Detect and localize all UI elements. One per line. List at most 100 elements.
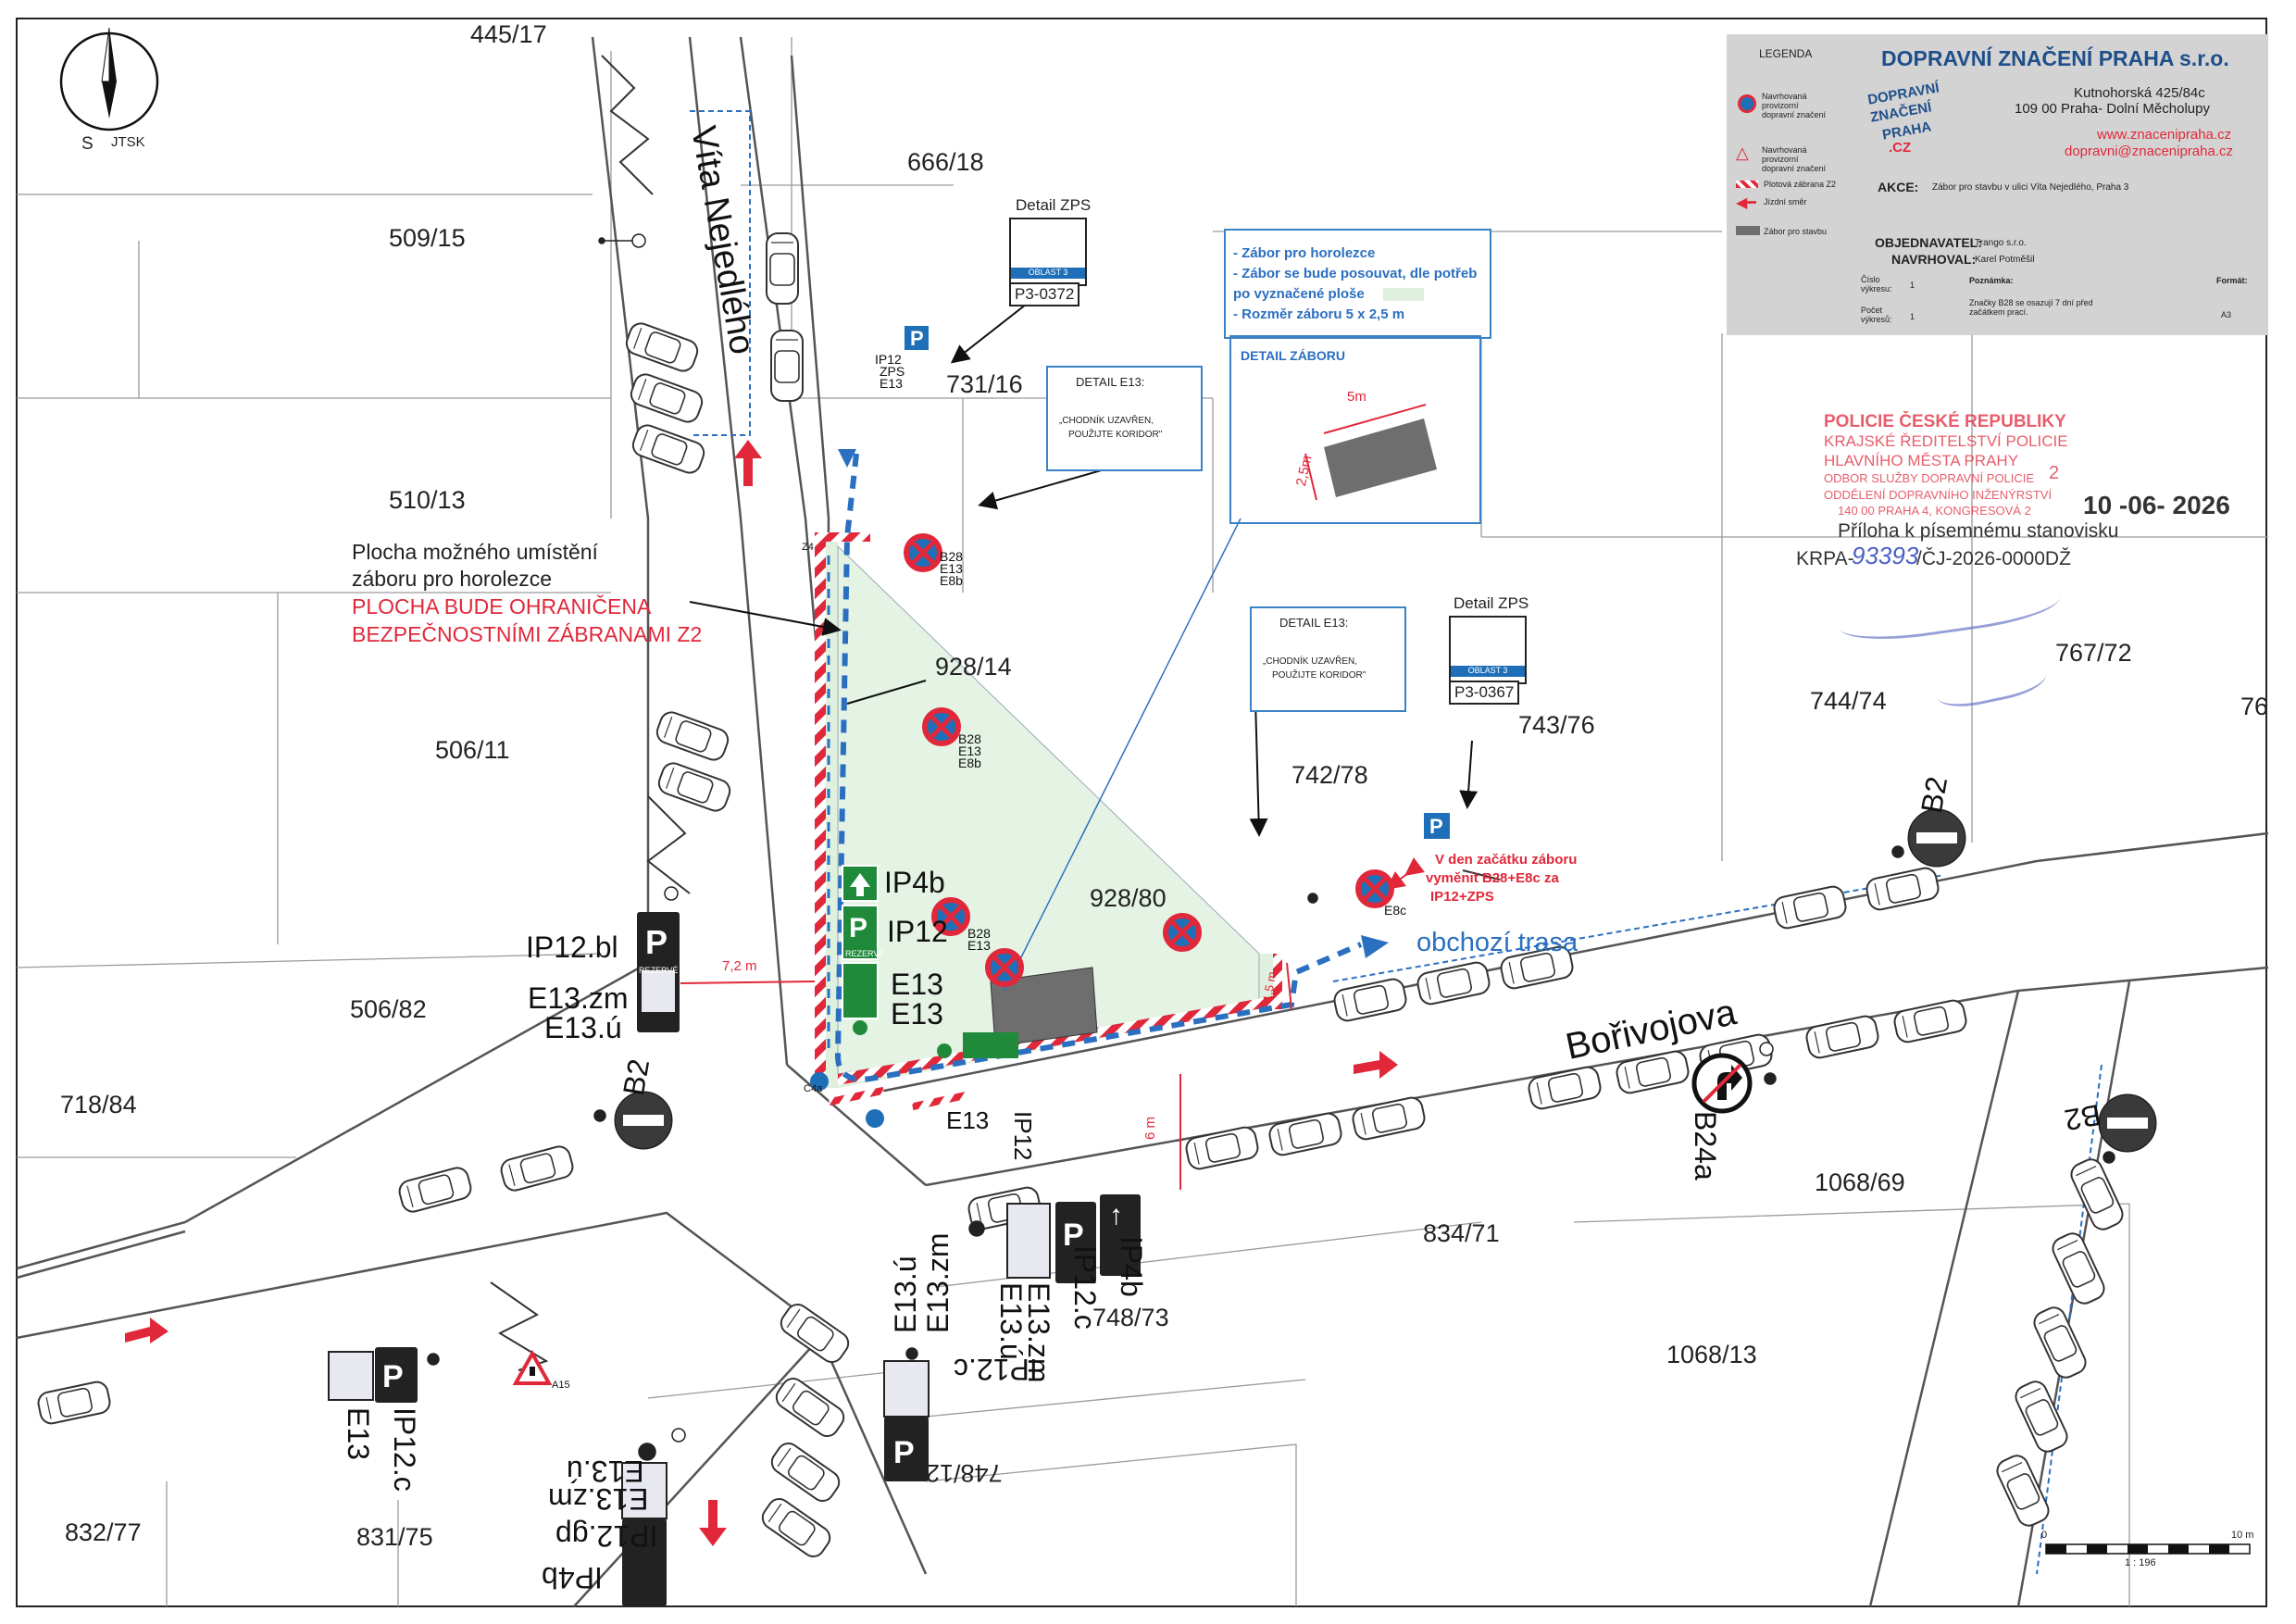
legend-warning-icon: △ — [1736, 144, 1749, 162]
legend-item-3: Plotová zábrana Z2 — [1764, 180, 1837, 189]
zps-oblast-2: OBLAST 3 — [1451, 666, 1525, 677]
svg-text:P: P — [849, 913, 867, 943]
sign-e13zm: E13.zm — [528, 981, 629, 1015]
sign-ip4b-south: IP4b — [1115, 1236, 1148, 1297]
company-address-2: 109 00 Praha- Dolní Měcholupy — [2015, 101, 2210, 117]
zabor-line-4: - Rozměr záboru 5 x 2,5 m — [1233, 306, 1405, 322]
detour-arrow-up — [838, 449, 856, 468]
akce-value: Zábor pro stavbu v ulici Víta Nejedlého,… — [1932, 182, 2129, 193]
p-parking-signs: P P — [905, 326, 1450, 839]
objednatel-label: OBJEDNAVATEL: — [1875, 235, 1982, 250]
sign-ip12c-sw: IP12.c — [954, 1353, 1038, 1386]
objednatel-value: Trango s.r.o. — [1975, 238, 2027, 248]
small-e13: E13 — [880, 376, 903, 391]
stamp-priloha: Příloha k písemnému stanovisku — [1838, 520, 2119, 542]
stamp-line-4: ODBOR SLUŽBY DOPRAVNÍ POLICIE — [1824, 471, 2035, 485]
logo-text-4: .CZ — [1889, 140, 1912, 156]
zps-box-2: OBLAST 3 — [1449, 616, 1527, 684]
stamp-num: 2 — [2049, 463, 2060, 483]
barrier-z2-top — [815, 532, 870, 542]
detail-e13-line-1a: „CHODNÍK UZAVŘEN, — [1059, 416, 1154, 426]
p3-0372-label: P3-0372 — [1009, 282, 1080, 306]
stamp-line-2: KRAJSKÉ ŘEDITELSTVÍ POLICIE — [1824, 432, 2068, 450]
leader-lines — [689, 277, 1479, 837]
stamp-krpa-tail: /ČJ-2026-0000DŽ — [1916, 548, 2071, 569]
parcel: 832/77 — [65, 1518, 142, 1546]
parcel: 506/11 — [435, 736, 510, 764]
zabor-detail-block — [1324, 418, 1437, 497]
sign-b2-ne: B2 — [2062, 1097, 2104, 1138]
svg-text:↑: ↑ — [1109, 1200, 1123, 1230]
ip12-dark-signs: P P ↑ P P — [328, 912, 1141, 1606]
scale-ratio: 1 : 196 — [2125, 1557, 2156, 1568]
plocha-text-4: BEZPEČNOSTNÍMI ZÁBRANAMI Z2 — [352, 622, 703, 646]
small-c4a: C4a — [804, 1083, 823, 1094]
small-e13-3: E13 — [967, 938, 991, 953]
compass-rose — [59, 27, 159, 131]
cislo-label: Číslo výkresu: — [1861, 275, 1892, 294]
parcel: 742/78 — [1292, 761, 1368, 789]
company-name: DOPRAVNÍ ZNAČENÍ PRAHA s.r.o. — [1881, 46, 2229, 70]
dim-7-2m: 7,2 m — [722, 958, 757, 974]
small-a15: A15 — [552, 1380, 570, 1391]
akce-label: AKCE: — [1878, 180, 1919, 194]
zabor-leader — [1004, 518, 1242, 992]
dim-6m: 6 m — [1142, 1116, 1159, 1141]
cadastral-lines — [16, 37, 2268, 1606]
sign-e13-b: E13 — [891, 997, 943, 1031]
small-b28-1: B28 — [940, 549, 963, 564]
pocet-value: 1 — [1910, 312, 1915, 321]
detail-zps-label-2: Detail ZPS — [1454, 594, 1529, 612]
drawing-frame — [16, 18, 2267, 1607]
sign-e13zm-s: E13.zm — [548, 1482, 649, 1516]
sign-b2-west: B2 — [616, 1056, 656, 1098]
b2-sign-west — [614, 1091, 673, 1150]
sign-e13u-south: E13.ú — [994, 1282, 1028, 1360]
barrier-z2-vertical — [815, 532, 826, 1079]
parcel: 834/71 — [1423, 1219, 1500, 1247]
sign-e13u-sw: E13.ú — [889, 1255, 922, 1333]
stamp-krpa: KRPA- — [1796, 548, 1854, 569]
c4a-signs — [810, 1072, 884, 1128]
sign-ip12c-west: IP12.c — [388, 1407, 421, 1492]
zabor-area-swatch — [1383, 288, 1424, 301]
legend-nopark-icon — [1738, 94, 1756, 113]
stamp-line-5: ODDĚLENÍ DOPRAVNÍHO INŽENÝRSTVÍ — [1824, 488, 2053, 502]
small-e8b-2: E8b — [958, 756, 981, 770]
b2-sign-ne — [2098, 1093, 2157, 1153]
legend-item-5: Zábor pro stavbu — [1764, 227, 1828, 236]
small-b28-3: B28 — [967, 926, 991, 941]
dim-5m: 5m — [1347, 389, 1366, 405]
dimension-lines — [680, 857, 1425, 1190]
barrier-z2-corner-2 — [911, 1091, 968, 1111]
svg-text:P: P — [1429, 815, 1443, 838]
small-e13-2: E13 — [958, 743, 981, 758]
a15-warning-sign — [512, 1349, 553, 1385]
parcel: 510/13 — [389, 486, 466, 514]
detail-zps-label-1: Detail ZPS — [1016, 196, 1092, 214]
small-e13-1: E13 — [940, 561, 963, 576]
small-ip12: IP12 — [875, 352, 902, 367]
detail-e13-line-2b: POUŽIJTE KORIDOR" — [1272, 670, 1366, 681]
b2-sign-east — [1907, 808, 1966, 868]
parcel: 445/17 — [470, 20, 547, 48]
stamp-line-1: POLICIE ČESKÉ REPUBLIKY — [1824, 412, 2066, 431]
vymena-line-1: V den začátku záboru — [1435, 852, 1578, 868]
legend-item-4: Jízdní směr — [1764, 197, 1807, 206]
parcel: 1068/69 — [1815, 1168, 1905, 1196]
zabor-info-panel: - Zábor pro horolezce - Zábor se bude po… — [1224, 229, 1491, 339]
zabor-line-3: po vyznačené ploše — [1233, 286, 1365, 302]
legend-title: LEGENDA — [1759, 47, 1813, 60]
sign-ip12bl: IP12.bl — [526, 931, 618, 964]
format-label: Formát: — [2216, 276, 2248, 285]
detail-e13-line-1b: POUŽIJTE KORIDOR" — [1068, 430, 1163, 440]
parcel: 76 — [2240, 693, 2269, 720]
parcel: 1068/13 — [1666, 1341, 1757, 1368]
cislo-value: 1 — [1910, 281, 1915, 290]
construction-block — [990, 967, 1098, 1047]
detour-route — [834, 453, 1363, 1082]
legend-block-icon — [1736, 226, 1760, 235]
legend-arrow-icon: ◀━ — [1736, 195, 1756, 211]
vymena-line-3: IP12+ZPS — [1430, 889, 1494, 905]
